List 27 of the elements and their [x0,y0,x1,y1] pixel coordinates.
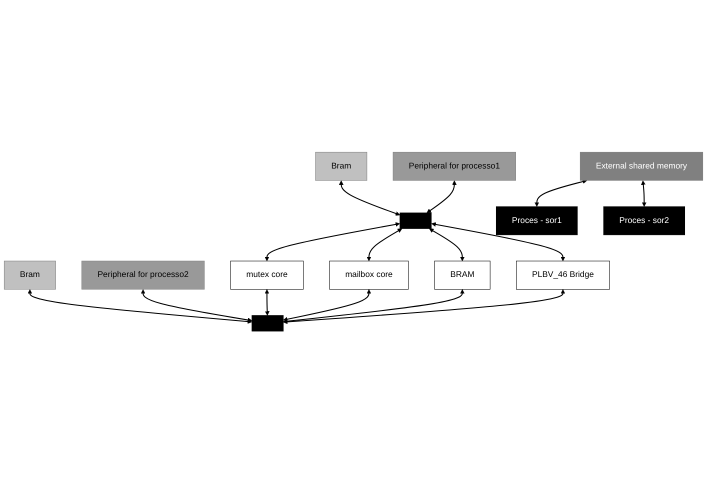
arrow [264,222,400,262]
node-box: Proces - sor1 [496,206,578,236]
arrow [283,290,566,324]
node-box: External shared memory [580,152,704,182]
arrow [264,290,270,316]
arrow [641,180,646,208]
arrow [431,222,566,262]
node-box: PLBV_46 Bridge [516,261,610,290]
node-box: Peripheral for processo2 [82,261,205,290]
node-box: Bram [315,152,368,182]
node-box: Bram [4,261,56,290]
arrow [426,180,457,214]
arrow [534,180,588,208]
arrow [140,290,252,323]
arrow [338,180,400,216]
arrow [283,290,465,324]
node-bar [252,316,284,332]
arrow [366,228,402,262]
node-box: Proces - sor2 [603,206,686,236]
arrow [429,228,465,262]
node-box: mailbox core [329,261,409,290]
node-box: Peripheral for processo1 [392,152,516,182]
node-box: mutex core [230,261,304,290]
arrow [28,290,252,324]
node-box: BRAM [434,261,490,290]
node-bar [400,212,432,230]
arrow [283,290,372,322]
